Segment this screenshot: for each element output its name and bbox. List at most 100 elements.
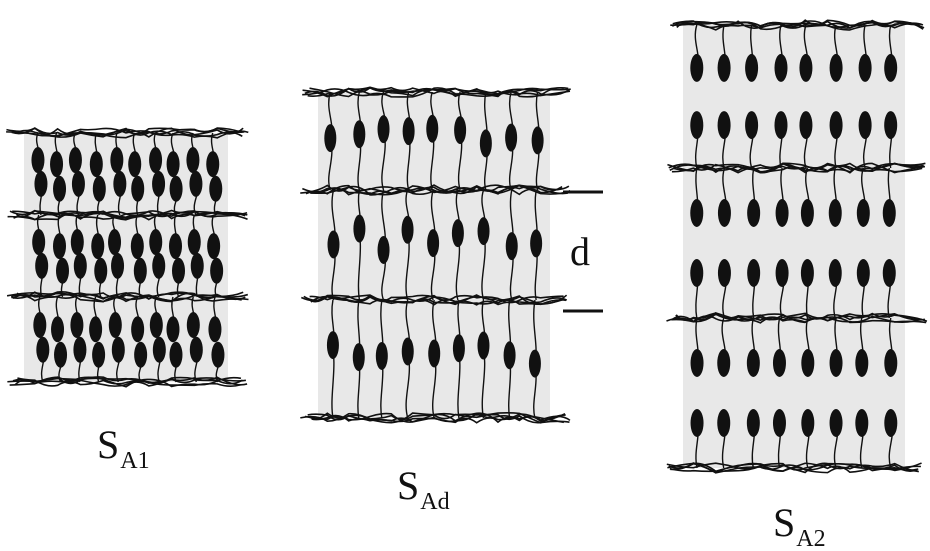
mesogen-ellipse [128, 151, 141, 177]
mesogen-ellipse [718, 54, 731, 82]
mesogen-ellipse [690, 54, 703, 82]
mesogen-ellipse [529, 350, 541, 378]
mesogen-ellipse [35, 253, 48, 279]
mesogen-ellipse [110, 147, 123, 173]
mesogen-ellipse [93, 176, 106, 202]
mesogen-ellipse [717, 349, 730, 377]
mesogen-ellipse [830, 409, 843, 437]
mesogen-ellipse [32, 229, 45, 255]
mesogen-ellipse [801, 409, 814, 437]
mesogen-ellipse [149, 147, 162, 173]
mesogen-ellipse [111, 253, 124, 279]
mesogen-ellipse [153, 337, 166, 363]
mesogen-ellipse [69, 147, 82, 173]
phase-label-sad-subscript: Ad [420, 489, 449, 515]
mesogen-ellipse [36, 337, 49, 363]
mesogen-ellipse [830, 349, 843, 377]
mesogen-ellipse [530, 229, 542, 257]
mesogen-ellipse [718, 259, 731, 287]
mesogen-ellipse [857, 259, 870, 287]
mesogen-ellipse [53, 233, 66, 259]
mesogen-ellipse [186, 147, 199, 173]
mesogen-ellipse [378, 115, 390, 143]
mesogen-ellipse [717, 409, 730, 437]
mesogen-ellipse [884, 349, 897, 377]
mesogen-ellipse [56, 258, 69, 284]
mesogen-ellipse [51, 316, 64, 342]
mesogen-ellipse [207, 233, 220, 259]
phase-label-sa1-symbol: S [97, 422, 119, 467]
mesogen-ellipse [70, 312, 83, 338]
mesogen-ellipse [691, 349, 704, 377]
mesogen-ellipse [859, 111, 872, 139]
mesogen-ellipse [71, 229, 84, 255]
mesogen-ellipse [131, 316, 144, 342]
mesogen-ellipse [91, 233, 104, 259]
mesogen-ellipse [427, 229, 439, 257]
mesogen-ellipse [801, 349, 814, 377]
mesogen-ellipse [718, 199, 731, 227]
mesogen-ellipse [73, 337, 86, 363]
mesogen-ellipse [505, 124, 517, 152]
mesogen-ellipse [691, 409, 704, 437]
mesogen-ellipse [209, 176, 222, 202]
mesogen-ellipse [53, 176, 66, 202]
mesogen-ellipse [166, 316, 179, 342]
mesogen-ellipse [31, 147, 44, 173]
layer-spacing-label: d [570, 232, 590, 272]
mesogen-ellipse [776, 259, 789, 287]
mesogen-ellipse [188, 229, 201, 255]
mesogen-ellipse [327, 331, 339, 359]
mesogen-ellipse [830, 111, 843, 139]
mesogen-ellipse [134, 342, 147, 368]
mesogen-ellipse [131, 176, 144, 202]
mesogen-ellipse [134, 258, 147, 284]
mesogen-ellipse [830, 54, 843, 82]
phase-sa2-drawing [666, 20, 926, 473]
mesogen-ellipse [74, 253, 87, 279]
phase-sa1-drawing [6, 128, 248, 387]
mesogen-ellipse [454, 116, 466, 144]
mesogen-ellipse [89, 316, 102, 342]
mesogen-ellipse [884, 54, 897, 82]
mesogen-ellipse [92, 342, 105, 368]
mesogen-ellipse [150, 312, 163, 338]
mesogen-ellipse [857, 199, 870, 227]
mesogen-ellipse [113, 171, 126, 197]
mesogen-ellipse [532, 126, 544, 154]
mesogen-ellipse [453, 334, 465, 362]
mesogen-ellipse [718, 111, 731, 139]
mesogen-ellipse [403, 117, 415, 145]
phase-sad-drawing [300, 87, 570, 423]
mesogen-ellipse [402, 216, 414, 244]
phase-sa2-background [683, 25, 905, 468]
mesogen-ellipse [747, 349, 760, 377]
mesogen-ellipse [169, 342, 182, 368]
mesogen-ellipse [773, 409, 786, 437]
mesogen-ellipse [884, 111, 897, 139]
mesogen-ellipse [172, 258, 185, 284]
mesogen-ellipse [324, 124, 336, 152]
mesogen-ellipse [54, 342, 67, 368]
mesogen-ellipse [428, 339, 440, 367]
mesogen-ellipse [859, 54, 872, 82]
mesogen-ellipse [33, 312, 46, 338]
mesogen-ellipse [801, 259, 814, 287]
mesogen-ellipse [169, 233, 182, 259]
mesogen-ellipse [776, 199, 789, 227]
mesogen-ellipse [690, 199, 703, 227]
mesogen-ellipse [72, 171, 85, 197]
mesogen-ellipse [745, 111, 758, 139]
mesogen-ellipse [152, 171, 165, 197]
mesogen-ellipse [109, 312, 122, 338]
mesogen-ellipse [477, 332, 489, 360]
mesogen-ellipse [376, 342, 388, 370]
mesogen-ellipse [108, 229, 121, 255]
phase-label-sa1: SA1 [97, 425, 150, 473]
mesogen-ellipse [211, 342, 224, 368]
mesogen-ellipse [353, 120, 365, 148]
mesogen-ellipse [690, 259, 703, 287]
mesogen-ellipse [189, 171, 202, 197]
mesogen-ellipse [452, 219, 464, 247]
